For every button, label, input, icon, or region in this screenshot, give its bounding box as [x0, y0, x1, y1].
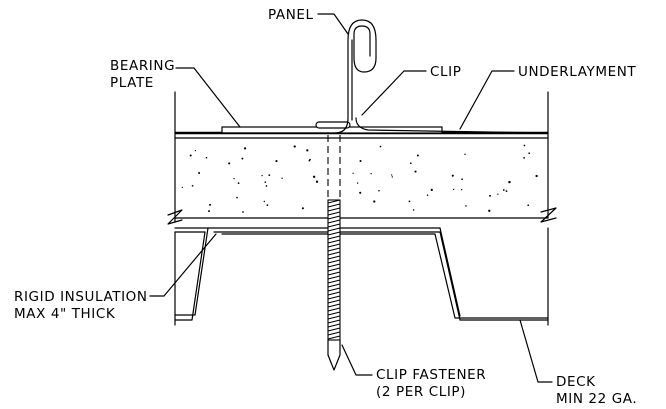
label-underlayment: UNDERLAYMENT: [518, 64, 636, 80]
label-deck-line2: MIN 22 GA.: [556, 391, 637, 407]
label-rigid-insulation-line1: RIGID INSULATION: [14, 289, 148, 305]
label-deck-line1: DECK: [556, 374, 596, 390]
label-panel: PANEL: [268, 7, 314, 23]
insulation-texture: [181, 144, 538, 213]
rigid-insulation-board: [167, 207, 557, 225]
label-clip-fastener-line1: CLIP FASTENER: [376, 367, 486, 383]
steel-deck: [174, 227, 549, 321]
clip-base: [315, 121, 351, 129]
clip-fastener: [327, 135, 341, 371]
label-bearing-plate-line2: PLATE: [110, 75, 154, 91]
panel-seam: [174, 19, 549, 134]
leader-lines: [149, 13, 553, 383]
label-clip-fastener-line2: (2 PER CLIP): [376, 384, 466, 400]
label-rigid-insulation-line2: MAX 4" THICK: [14, 306, 116, 322]
label-bearing-plate-line1: BEARING: [110, 58, 175, 74]
label-clip: CLIP: [430, 64, 461, 80]
underlayment-layer: [174, 131, 549, 139]
